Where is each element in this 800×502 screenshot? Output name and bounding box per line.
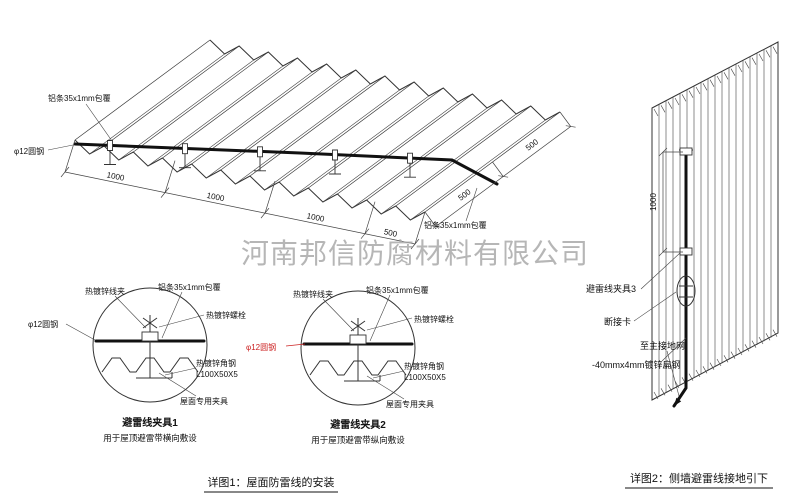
label-clamp-3: 避雷线夹具3 bbox=[586, 283, 636, 294]
label-round-steel: φ12圆钢 bbox=[14, 146, 44, 156]
label-angle-steel-size: L100X50X5 bbox=[404, 373, 446, 382]
detail-circle-2: 热镀锌线夹 铝条35x1mm包覆 热镀锌螺栓 φ12圆钢 热镀锌角钢 L100X… bbox=[246, 285, 454, 445]
wall-clamp-upper bbox=[679, 147, 693, 156]
label-round-steel-red: φ12圆钢 bbox=[246, 342, 276, 352]
roof-back-edge bbox=[209, 39, 561, 121]
caption-detail-1: 详图1：屋面防雷线的安装 bbox=[207, 475, 334, 489]
dim-label: 1000 bbox=[649, 193, 658, 211]
caption-detail-2: 详图2：侧墙避雷线接地引下 bbox=[630, 471, 768, 485]
wall-top-hatch bbox=[653, 46, 778, 117]
dim-label: 1000 bbox=[306, 211, 326, 224]
label-aluminum-strip: 铝条35x1mm包覆 bbox=[158, 282, 221, 292]
label-roof-clamp: 屋面专用夹具 bbox=[386, 399, 434, 409]
detail-2-subtitle: 用于屋顶避雷带纵向敷设 bbox=[311, 435, 405, 445]
label-flat-steel: -40mmx4mm镀锌扁钢 bbox=[592, 359, 681, 370]
detail-1-leaders bbox=[65, 291, 205, 397]
detail-1-circle bbox=[92, 287, 208, 403]
label-aluminum-strip-bottom: 铝条35x1mm包覆 bbox=[424, 220, 487, 230]
wire-clamps bbox=[104, 140, 416, 178]
dim-label: 500 bbox=[383, 227, 398, 239]
label-to-main-ground: 至主接地网 bbox=[640, 340, 685, 351]
label-galvanized-clip: 热镀锌线夹 bbox=[85, 286, 125, 296]
iso-roof-view: 1000 1000 1000 500 500 500 铝条35x1mm包覆 φ1… bbox=[14, 39, 576, 250]
company-watermark: 河南邦信防腐材料有限公司 bbox=[241, 238, 589, 269]
iso-leader-lines bbox=[47, 103, 478, 222]
captions: 详图1：屋面防雷线的安装 详图2：侧墙避雷线接地引下 bbox=[204, 471, 773, 493]
wall-clamp-lower bbox=[679, 247, 693, 256]
detail-2-leaders bbox=[322, 294, 413, 400]
detail-2-angle-steel bbox=[344, 375, 381, 382]
label-round-steel: φ12圆钢 bbox=[28, 319, 58, 329]
wall-bottom-hatch bbox=[653, 329, 778, 400]
label-galvanized-bolt: 热镀锌螺栓 bbox=[206, 310, 246, 320]
detail-2-clamp-plate bbox=[349, 334, 367, 345]
dim-label: 500 bbox=[456, 187, 473, 203]
dim-label: 1000 bbox=[206, 191, 226, 204]
dim-label: 1000 bbox=[106, 170, 126, 183]
label-angle-steel-size: L100X50X5 bbox=[196, 370, 238, 379]
ground-arrowhead bbox=[674, 397, 682, 406]
dim-extension-lines-bottom bbox=[64, 139, 426, 245]
wall-dim-extensions bbox=[663, 151, 683, 253]
label-roof-clamp: 屋面专用夹具 bbox=[180, 396, 228, 406]
wall-leaders bbox=[633, 252, 687, 397]
label-disconnect: 断接卡 bbox=[604, 316, 631, 327]
wall-elevation-view: 1000 避雷线夹具3 断接卡 至主接地网 -40mmx4mm镀锌扁钢 bbox=[586, 41, 779, 408]
dim-ticks-bottom bbox=[60, 166, 420, 250]
dim-extension-lines-right bbox=[424, 111, 571, 227]
detail-1-subtitle: 用于屋顶避雷带横向敷设 bbox=[103, 433, 197, 443]
wall-dim-ticks bbox=[658, 147, 668, 257]
detail-2-title: 避雷线夹具2 bbox=[329, 418, 386, 431]
label-angle-steel: 热镀锌角钢 bbox=[404, 361, 444, 371]
detail-circle-1: 热镀锌线夹 铝条35x1mm包覆 热镀锌螺栓 φ12圆钢 热镀锌角钢 L100X… bbox=[28, 282, 246, 443]
label-angle-steel: 热镀锌角钢 bbox=[196, 358, 236, 368]
dim-label: 500 bbox=[524, 137, 541, 153]
roof-rib-lines bbox=[74, 39, 561, 213]
disconnect-plates bbox=[679, 285, 693, 298]
detail-1-clamp-plate bbox=[141, 331, 159, 342]
detail-1-title: 避雷线夹具1 bbox=[121, 416, 178, 429]
roof-front-edge bbox=[74, 139, 426, 221]
dim-ticks-right bbox=[430, 125, 576, 228]
label-aluminum-strip: 铝条35x1mm包覆 bbox=[366, 285, 429, 295]
detail-2-red-leader bbox=[285, 343, 306, 347]
label-galvanized-bolt: 热镀锌螺栓 bbox=[414, 314, 454, 324]
label-galvanized-clip: 热镀锌线夹 bbox=[293, 289, 333, 299]
wall-corrugation-lines bbox=[658, 45, 772, 397]
label-aluminum-strip-top: 铝条35x1mm包覆 bbox=[48, 93, 111, 103]
detail-1-angle-steel bbox=[136, 372, 173, 379]
detail-2-circle bbox=[300, 290, 416, 406]
dim-line-bottom bbox=[64, 171, 416, 245]
disconnect-detail-bubble bbox=[676, 275, 696, 307]
